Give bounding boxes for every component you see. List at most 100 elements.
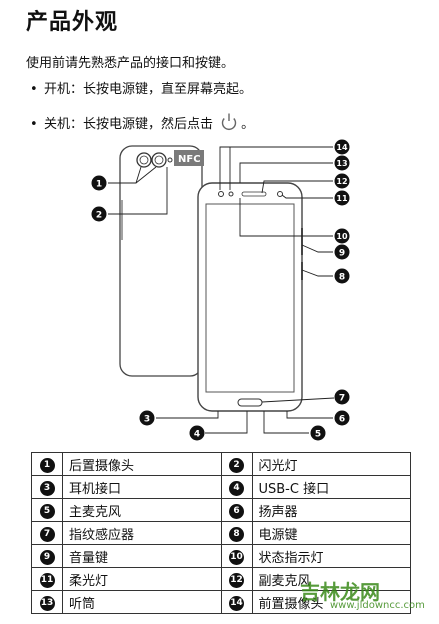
- callout-1: 1: [91, 175, 107, 191]
- bullet-dot: •: [30, 117, 38, 132]
- callout-8: 8: [334, 268, 350, 284]
- callout-9: 9: [334, 244, 350, 260]
- svg-text:14: 14: [336, 143, 348, 152]
- legend-label: 耳机接口: [62, 475, 222, 499]
- bullet-power-on-text: 开机：长按电源键，直至屏幕亮起。: [44, 82, 253, 97]
- svg-text:3: 3: [144, 415, 150, 425]
- legend-row: 11 柔光灯 12 副麦克风: [31, 567, 411, 591]
- callout-2: 2: [91, 206, 107, 222]
- nfc-badge: NFC: [174, 150, 204, 166]
- legend-row: 1 后置摄像头 2 闪光灯: [31, 452, 411, 476]
- legend-label: 后置摄像头: [62, 452, 222, 476]
- callout-5: 5: [310, 425, 326, 441]
- legend-number-badge: 4: [229, 480, 244, 496]
- nfc-label: NFC: [178, 154, 201, 165]
- legend-number-cell: 12: [220, 567, 253, 591]
- leader-lines: [108, 146, 335, 434]
- legend-label: 副麦克风: [251, 567, 411, 591]
- svg-text:13: 13: [336, 159, 347, 168]
- legend-label: 闪光灯: [251, 452, 411, 476]
- svg-text:12: 12: [336, 177, 347, 186]
- legend-number-badge: 5: [39, 503, 55, 519]
- legend-number-cell: 5: [31, 498, 63, 522]
- legend-label: USB-C 接口: [251, 475, 411, 499]
- svg-text:6: 6: [339, 415, 345, 425]
- legend-row: 3 耳机接口 4 USB-C 接口: [31, 475, 411, 499]
- legend-row: 7 指纹感应器 8 电源键: [31, 521, 411, 545]
- svg-text:2: 2: [96, 211, 102, 221]
- svg-text:1: 1: [96, 180, 102, 190]
- page-title: 产品外观: [26, 10, 119, 35]
- watermark-url: www.jldowncc.com: [330, 600, 425, 611]
- svg-text:4: 4: [194, 430, 200, 440]
- legend-number-cell: 6: [220, 498, 253, 522]
- bullet-power-off-text: 关机：长按电源键，然后点击: [44, 117, 214, 132]
- legend-number-badge: 8: [229, 526, 244, 542]
- legend-number-badge: 2: [229, 457, 244, 473]
- earpiece-icon: [241, 191, 267, 197]
- bullet-power-off-suffix: 。: [241, 117, 255, 132]
- rear-camera-icon: [136, 152, 167, 168]
- legend-number-cell: 1: [31, 452, 63, 476]
- svg-text:5: 5: [315, 430, 321, 440]
- legend-label: 主麦克风: [62, 498, 222, 522]
- legend-number-cell: 3: [31, 475, 63, 499]
- intro-text: 使用前请先熟悉产品的接口和按键。: [26, 56, 235, 71]
- phone-diagram: NFC 1 2 3 4 5 6 7 8 9 1: [91, 139, 350, 441]
- callout-13: 13: [334, 155, 350, 171]
- legend-number-cell: 7: [31, 521, 63, 545]
- legend-number-cell: 10: [220, 544, 253, 568]
- legend-number-badge: 12: [229, 572, 244, 588]
- svg-text:11: 11: [336, 194, 348, 203]
- legend-label: 电源键: [251, 521, 411, 545]
- legend-number-badge: 6: [229, 503, 244, 519]
- legend-number-cell: 4: [220, 475, 253, 499]
- legend-number-badge: 10: [229, 549, 244, 565]
- legend-label: 指纹感应器: [62, 521, 222, 545]
- legend-number-cell: 11: [31, 567, 63, 591]
- legend-row: 13 听筒 14 前置摄像头: [31, 590, 411, 614]
- bullet-power-on: • 开机：长按电源键，直至屏幕亮起。: [30, 78, 252, 97]
- legend-row: 9 音量键 10 状态指示灯: [31, 544, 411, 568]
- legend-number-cell: 2: [220, 452, 253, 476]
- watermark: 吉林龙网: [300, 580, 380, 604]
- legend-label: 状态指示灯: [251, 544, 411, 568]
- phone-front: [197, 182, 303, 412]
- legend-label: 柔光灯: [62, 567, 222, 591]
- bullet-dot: •: [30, 82, 38, 97]
- legend-number-cell: 8: [220, 521, 253, 545]
- legend-number-badge: 7: [39, 526, 55, 542]
- fingerprint-sensor-icon: [237, 398, 263, 407]
- front-camera-icon: [218, 191, 224, 197]
- legend-label: 听筒: [62, 590, 222, 614]
- legend-number-badge: 11: [39, 572, 55, 588]
- phone-back: NFC: [119, 145, 204, 377]
- callout-12: 12: [334, 173, 350, 189]
- legend-number-badge: 9: [39, 549, 55, 565]
- bullet-power-off: • 关机：长按电源键，然后点击 。: [30, 112, 254, 136]
- callout-3: 3: [139, 410, 155, 426]
- callout-7: 7: [334, 389, 350, 405]
- flash-icon: [167, 157, 173, 163]
- legend-number-cell: 14: [220, 590, 253, 614]
- legend-number-cell: 13: [31, 590, 63, 614]
- legend-number-badge: 3: [39, 480, 55, 496]
- legend-label: 音量键: [62, 544, 222, 568]
- legend-label: 前置摄像头: [251, 590, 411, 614]
- svg-text:7: 7: [339, 394, 345, 404]
- legend-number-badge: 13: [39, 595, 55, 611]
- callout-6: 6: [334, 410, 350, 426]
- callout-10: 10: [334, 228, 350, 244]
- legend-number-badge: 1: [39, 457, 55, 473]
- legend-number-badge: 14: [229, 595, 244, 611]
- power-icon: [219, 112, 239, 136]
- callout-4: 4: [189, 425, 205, 441]
- callout-14: 14: [334, 139, 350, 155]
- svg-text:9: 9: [339, 249, 345, 259]
- svg-text:10: 10: [336, 232, 348, 241]
- legend-number-cell: 9: [31, 544, 63, 568]
- soft-light-icon: [228, 191, 234, 197]
- sensor-icon: [277, 191, 283, 197]
